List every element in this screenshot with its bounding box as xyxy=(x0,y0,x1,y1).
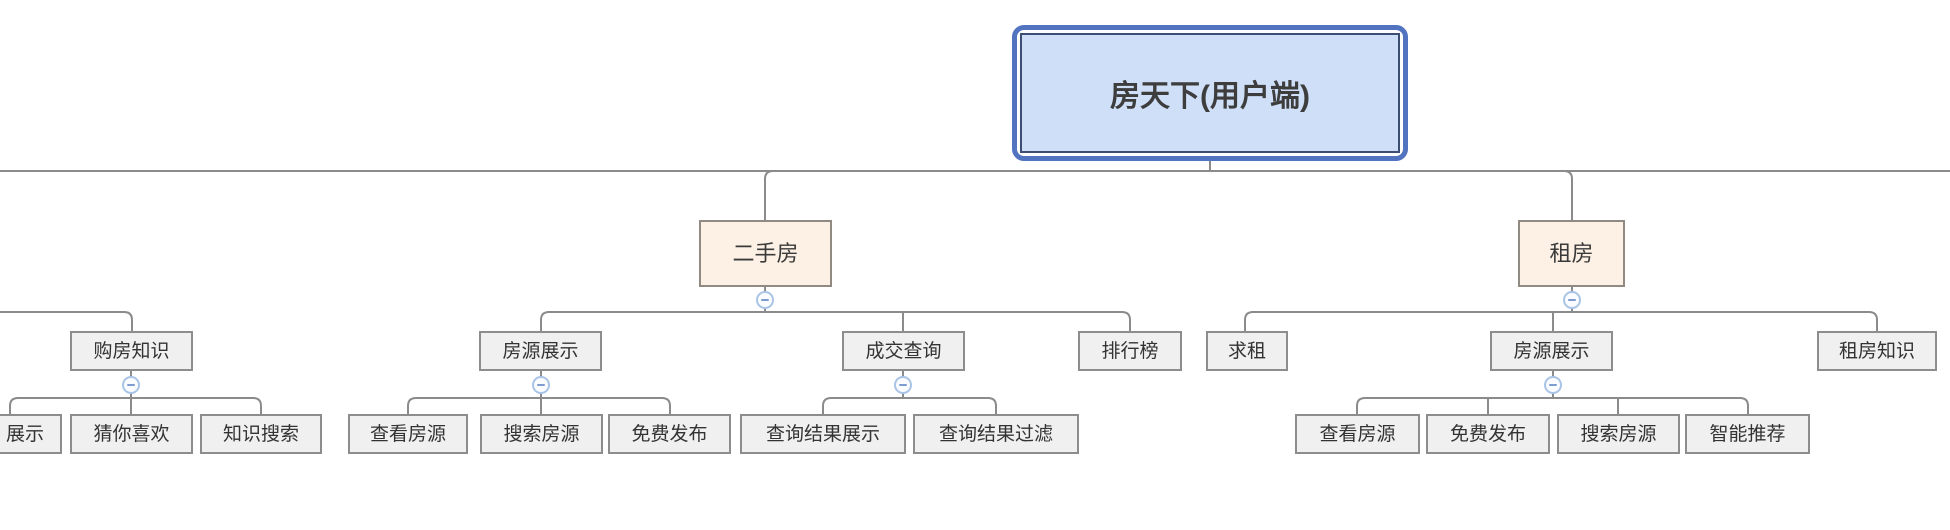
node-query-result-display[interactable]: 查询结果展示 xyxy=(740,414,906,454)
node-seek-rent[interactable]: 求租 xyxy=(1206,331,1288,371)
collapse-icon-listing-display-secondhand[interactable] xyxy=(532,376,550,394)
collapse-icon-listing-display-rent[interactable] xyxy=(1544,376,1562,394)
minus-icon xyxy=(899,384,907,386)
node-free-publish-rent[interactable]: 免费发布 xyxy=(1426,414,1550,454)
node-search-listings-secondhand[interactable]: 搜索房源 xyxy=(480,414,603,454)
node-second-hand-house[interactable]: 二手房 xyxy=(699,220,832,287)
collapse-icon-house-buying-knowledge[interactable] xyxy=(122,376,140,394)
node-smart-recommend[interactable]: 智能推荐 xyxy=(1685,414,1810,454)
node-view-listings-rent[interactable]: 查看房源 xyxy=(1295,414,1420,454)
node-search-listings-rent[interactable]: 搜索房源 xyxy=(1557,414,1680,454)
node-deal-query[interactable]: 成交查询 xyxy=(842,331,965,371)
node-rent-house[interactable]: 租房 xyxy=(1518,220,1625,287)
collapse-icon-rent-house[interactable] xyxy=(1563,291,1581,309)
root-node[interactable]: 房天下(用户端) xyxy=(1020,33,1400,153)
node-rent-knowledge[interactable]: 租房知识 xyxy=(1817,331,1937,371)
node-listing-display-rent[interactable]: 房源展示 xyxy=(1490,331,1613,371)
node-free-publish-secondhand[interactable]: 免费发布 xyxy=(608,414,731,454)
minus-icon xyxy=(1549,384,1557,386)
node-knowledge-search[interactable]: 知识搜索 xyxy=(200,414,322,454)
collapse-icon-deal-query[interactable] xyxy=(894,376,912,394)
node-listing-display-secondhand[interactable]: 房源展示 xyxy=(479,331,602,371)
node-guess-you-like[interactable]: 猜你喜欢 xyxy=(70,414,193,454)
collapse-icon-second-hand-house[interactable] xyxy=(756,291,774,309)
minus-icon xyxy=(1568,299,1576,301)
node-view-listings-secondhand[interactable]: 查看房源 xyxy=(348,414,468,454)
node-query-result-filter[interactable]: 查询结果过滤 xyxy=(913,414,1079,454)
node-house-buying-knowledge[interactable]: 购房知识 xyxy=(70,331,193,371)
node-ranking-list[interactable]: 排行榜 xyxy=(1078,331,1182,371)
minus-icon xyxy=(537,384,545,386)
node-display-clipped[interactable]: 展示 xyxy=(0,414,62,454)
root-node-selection-border[interactable]: 房天下(用户端) xyxy=(1012,25,1408,161)
minus-icon xyxy=(127,384,135,386)
minus-icon xyxy=(761,299,769,301)
